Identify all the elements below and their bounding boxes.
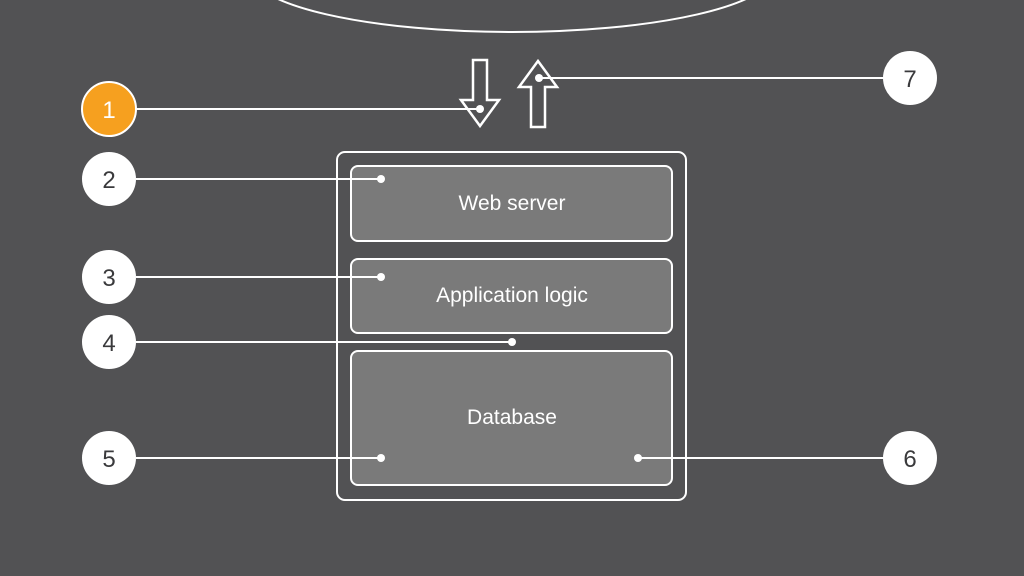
application-logic-label: Application logic bbox=[436, 284, 588, 307]
server-container bbox=[336, 151, 687, 501]
callout-7[interactable]: 7 bbox=[883, 51, 937, 105]
callout-2[interactable]: 2 bbox=[82, 152, 136, 206]
web-server-label: Web server bbox=[459, 192, 566, 215]
callout-number-4: 4 bbox=[102, 330, 115, 357]
callout-number-1: 1 bbox=[102, 97, 115, 124]
leader-dot-6 bbox=[634, 454, 642, 462]
leader-dot-2 bbox=[377, 175, 385, 183]
request-arrow-down bbox=[458, 58, 502, 129]
callout-number-5: 5 bbox=[102, 446, 115, 473]
database-layer bbox=[350, 350, 673, 486]
callout-number-7: 7 bbox=[903, 66, 916, 93]
callout-5[interactable]: 5 bbox=[82, 431, 136, 485]
database-label: Database bbox=[467, 406, 557, 429]
callout-6[interactable]: 6 bbox=[883, 431, 937, 485]
leader-dot-1 bbox=[476, 105, 484, 113]
callout-number-6: 6 bbox=[903, 446, 916, 473]
leader-dot-5 bbox=[377, 454, 385, 462]
web-server-layer bbox=[350, 165, 673, 242]
callout-number-3: 3 bbox=[102, 265, 115, 292]
application-logic-layer bbox=[350, 258, 673, 334]
callout-4[interactable]: 4 bbox=[82, 315, 136, 369]
callout-1[interactable]: 1 bbox=[81, 81, 137, 137]
leader-dot-3 bbox=[377, 273, 385, 281]
client-cloud bbox=[277, 0, 747, 33]
callout-3[interactable]: 3 bbox=[82, 250, 136, 304]
response-arrow-up bbox=[516, 58, 560, 129]
leader-dot-4 bbox=[508, 338, 516, 346]
leader-dot-7 bbox=[535, 74, 543, 82]
callout-number-2: 2 bbox=[102, 167, 115, 194]
